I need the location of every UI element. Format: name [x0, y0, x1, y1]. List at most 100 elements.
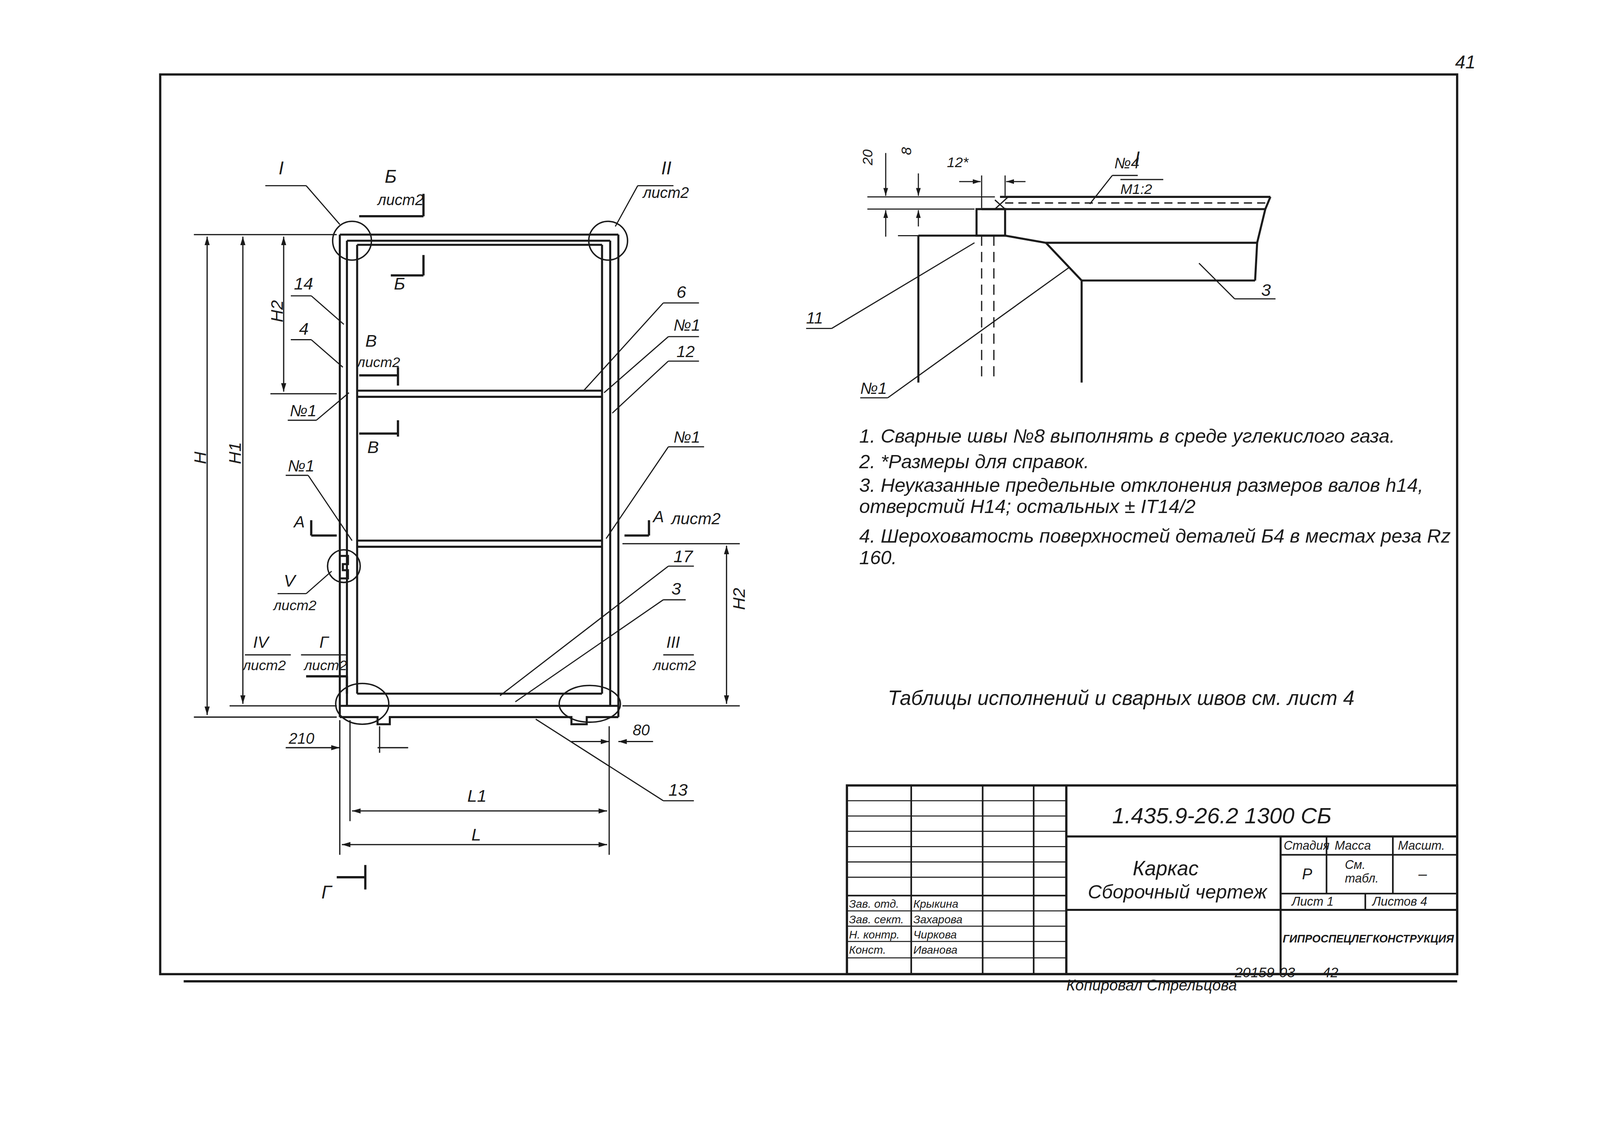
- label: лист2: [671, 510, 721, 529]
- detail-circles: [327, 221, 628, 725]
- label: 1.435.9-26.2 1300 СБ: [1112, 804, 1332, 829]
- detail-circles: [588, 221, 628, 261]
- detail-dimensions: [806, 328, 832, 330]
- title-block: [846, 926, 1066, 928]
- dimension-lines: [608, 726, 610, 855]
- sheet-frame: [160, 74, 1458, 975]
- dimension-lines: [352, 810, 608, 812]
- dimension-lines: [194, 234, 337, 236]
- label: лист2: [357, 355, 401, 371]
- leader-lines: [663, 654, 694, 656]
- label: I: [278, 159, 284, 180]
- label: Конст.: [848, 944, 886, 957]
- leader-lines: [277, 593, 306, 595]
- label: Чиркова: [913, 928, 957, 941]
- dimension-lines: [229, 705, 337, 707]
- section-marks: [624, 534, 649, 537]
- label: А: [294, 513, 305, 532]
- leader-lines: [606, 446, 669, 539]
- section-marks: [306, 194, 649, 890]
- detail-view: [1046, 242, 1082, 281]
- title-block: [846, 957, 1066, 959]
- label: Масса: [1334, 839, 1372, 854]
- label: Сборочный чертеж: [1087, 882, 1267, 904]
- title-block: [846, 877, 1066, 879]
- title-block: [1280, 893, 1458, 895]
- detail-circles: [559, 685, 621, 723]
- title-block: [846, 816, 1066, 818]
- frame-view: [346, 239, 610, 242]
- label: III: [666, 633, 680, 652]
- label: Лист 1: [1292, 896, 1334, 910]
- label: 20: [860, 149, 876, 166]
- detail-view: [981, 235, 983, 383]
- detail-dimensions: [806, 153, 1276, 398]
- label: 4. Шероховатость поверхностей деталей Б4…: [859, 526, 1452, 570]
- label: 1. Сварные швы №8 выполнять в среде угле…: [859, 426, 1395, 448]
- leader-lines: [663, 302, 699, 304]
- label: 3: [1261, 281, 1271, 301]
- dimension-lines: [349, 720, 351, 822]
- title-block: [1066, 909, 1458, 912]
- frame-view: [346, 240, 348, 706]
- label: Б: [394, 275, 406, 295]
- detail-dimensions: [1112, 174, 1138, 176]
- leader-lines: [265, 185, 306, 187]
- label: 3: [671, 580, 682, 600]
- leader-lines: [311, 296, 344, 325]
- section-marks: [359, 374, 398, 377]
- frame-view: [356, 244, 358, 694]
- label: М1:2: [1120, 181, 1152, 198]
- leader-lines: [612, 361, 669, 414]
- label: L: [471, 826, 482, 846]
- label: 13: [668, 781, 688, 801]
- leader-lines: [604, 336, 669, 393]
- label: II: [661, 159, 672, 180]
- title-block: [982, 785, 984, 975]
- label: Стадия: [1283, 839, 1330, 854]
- frame-view: [357, 539, 602, 542]
- detail-view: [993, 235, 995, 383]
- label: 6: [676, 283, 686, 303]
- label: №1: [289, 402, 317, 420]
- label: Масшт.: [1398, 839, 1445, 854]
- section-marks: [648, 520, 651, 536]
- dimension-lines: [618, 741, 654, 743]
- leader-lines: [311, 339, 343, 368]
- label: В: [365, 332, 377, 352]
- sheet-frame: [183, 980, 1458, 983]
- label: 3. Неуказанные предельные отклонения раз…: [859, 475, 1452, 519]
- detail-view: [994, 196, 1008, 210]
- label: А: [653, 508, 664, 526]
- title-block: [1280, 854, 1458, 856]
- frame-view: [357, 546, 602, 548]
- leader-lines: [244, 185, 704, 801]
- title-block: [846, 785, 1458, 975]
- leader-lines: [615, 185, 638, 227]
- detail-dimensions: [867, 196, 995, 198]
- label: IV: [253, 633, 269, 652]
- label: 12*: [946, 155, 969, 171]
- leader-lines: [668, 360, 700, 362]
- label: 20159-03: [1234, 965, 1296, 981]
- dimension-lines: [242, 236, 244, 704]
- frame-view: [339, 556, 348, 579]
- frame-view: [617, 234, 620, 718]
- label: №1: [860, 379, 888, 398]
- label: Н2: [268, 300, 288, 323]
- label: №1: [287, 457, 315, 476]
- detail-circles: [335, 683, 389, 725]
- title-block: [846, 861, 1066, 863]
- section-marks: [359, 432, 398, 435]
- dimension-lines: [571, 741, 610, 743]
- label: Копировал Стрельцова: [1066, 977, 1238, 995]
- label: №1: [673, 316, 701, 335]
- title-block: [846, 831, 1066, 833]
- frame-view: [357, 244, 602, 246]
- detail-view: [1255, 196, 1271, 281]
- label: V: [283, 572, 296, 592]
- label: №4: [1114, 155, 1140, 172]
- dimension-lines: [726, 546, 728, 704]
- label: Каркас: [1132, 857, 1199, 880]
- label: 42: [1322, 965, 1339, 981]
